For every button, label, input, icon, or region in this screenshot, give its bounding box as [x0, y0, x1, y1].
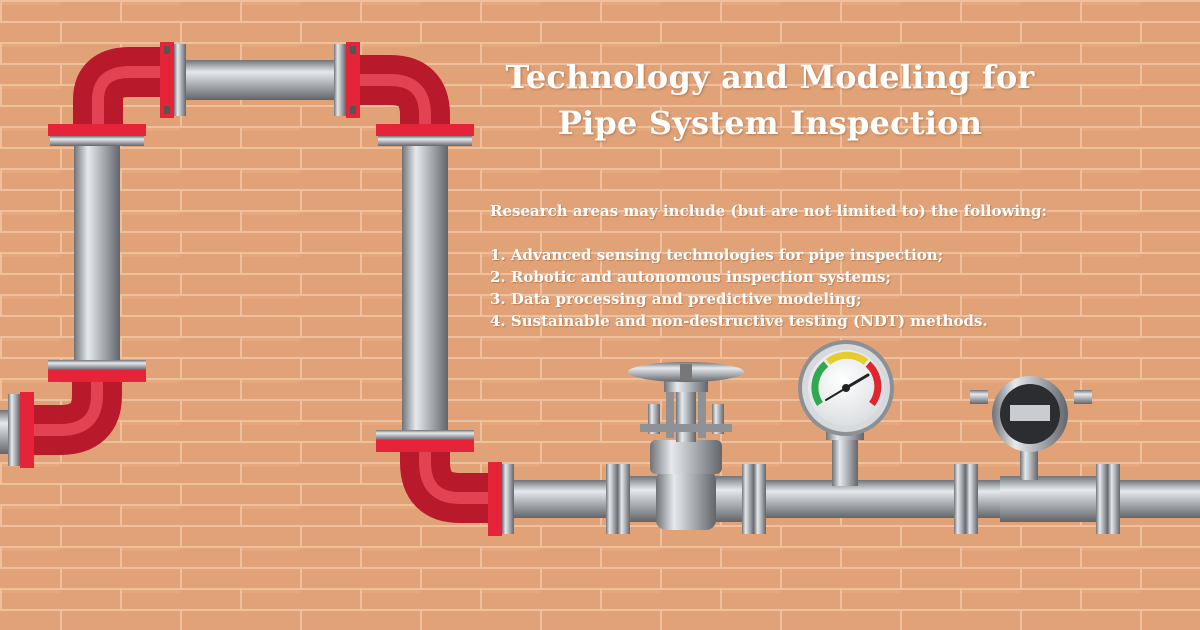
flange [606, 464, 630, 534]
page-title: Technology and Modeling for Pipe System … [470, 54, 1070, 146]
flange [376, 430, 474, 452]
flange [742, 464, 766, 534]
flange [48, 124, 146, 146]
flange [1096, 464, 1120, 534]
list-item: 3. Data processing and predictive modeli… [490, 290, 862, 308]
steel-pipe [185, 60, 335, 100]
research-list: 1. Advanced sensing technologies for pip… [490, 244, 1090, 332]
list-item: 2. Robotic and autonomous inspection sys… [490, 268, 891, 286]
flange [334, 42, 360, 118]
list-item: 4. Sustainable and non-destructive testi… [490, 312, 988, 330]
research-intro: Research areas may include (but are not … [490, 202, 1048, 220]
list-item: 1. Advanced sensing technologies for pip… [490, 246, 944, 264]
flange [954, 464, 978, 534]
flow-transmitter [970, 376, 1096, 522]
steel-pipe [74, 145, 120, 363]
gate-valve [628, 362, 744, 530]
title-line-1: Technology and Modeling for [505, 58, 1035, 96]
flange [8, 392, 34, 468]
flange [48, 360, 146, 382]
pressure-gauge [798, 340, 894, 486]
flange [160, 42, 186, 118]
flange [488, 462, 514, 536]
steel-pipe [402, 145, 448, 435]
flange [376, 124, 474, 146]
title-line-2: Pipe System Inspection [557, 104, 983, 142]
research-areas: Research areas may include (but are not … [490, 200, 1090, 332]
